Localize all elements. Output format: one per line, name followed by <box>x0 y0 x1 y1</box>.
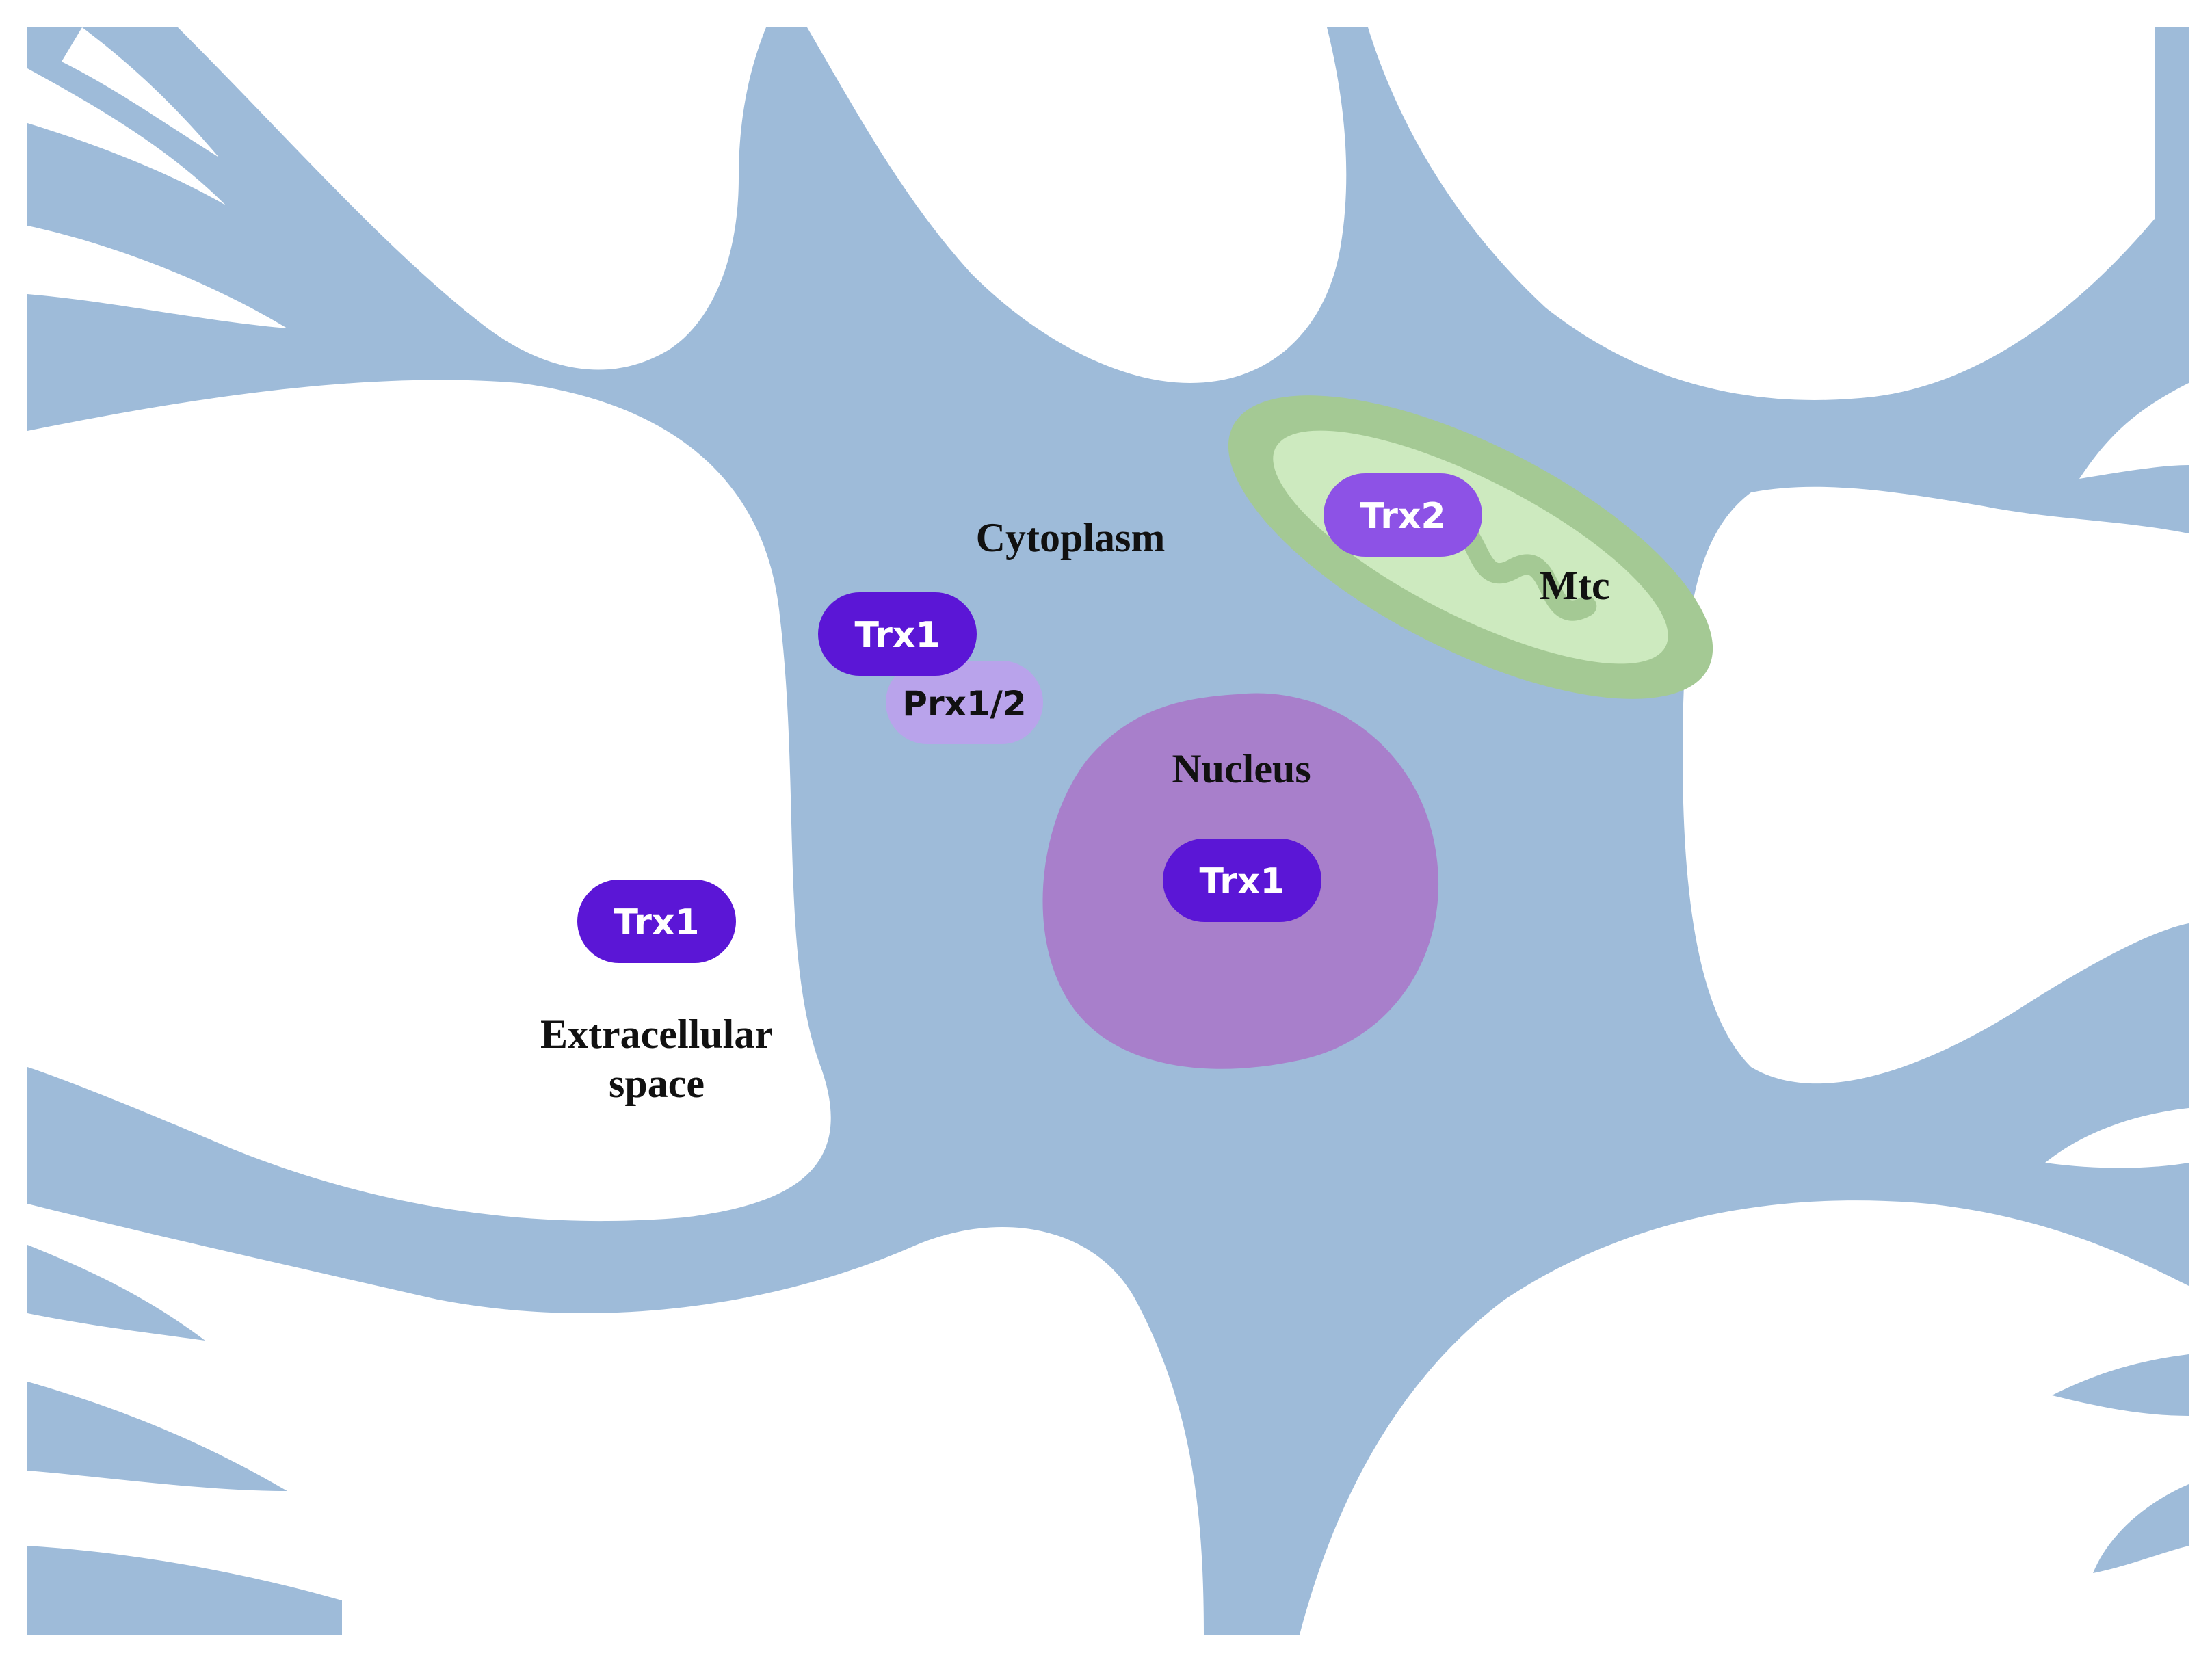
prx-cytoplasm-pill: Prx1/2 <box>886 661 1043 744</box>
extracellular-label-line2: space <box>609 1061 705 1106</box>
trx1-extracellular-text: Trx1 <box>614 902 699 943</box>
gap-bottom-right <box>1300 1200 2189 1635</box>
trx2-mitochondrion-text: Trx2 <box>1360 496 1445 537</box>
prx-pill-shape <box>886 661 1043 744</box>
gap-top-left-finger-a <box>27 68 226 205</box>
trx1-cytoplasm-pill-shape <box>818 592 977 676</box>
process-left-finger-c <box>27 1546 342 1635</box>
gap-bottom-left <box>27 1204 1204 1635</box>
process-top-right-finger <box>2134 239 2189 294</box>
process-left-finger-a <box>27 1245 205 1341</box>
gap-right-finger-b <box>2045 1108 2189 1168</box>
trx1-nucleus-pill-shape <box>1163 839 1321 922</box>
trx2-pill-shape <box>1324 473 1482 557</box>
process-bottom-right-finger-a <box>2052 1354 2189 1416</box>
trx2-mitochondrion-pill: Trx2 <box>1324 473 1482 557</box>
trx1-extracellular-pill: Trx1 <box>577 880 736 963</box>
nucleus-label: Nucleus <box>1172 746 1311 791</box>
trx1-nucleus-text: Trx1 <box>1199 861 1285 902</box>
mitochondrion-label: Mtc <box>1539 563 1609 608</box>
gap-right <box>1683 486 2189 1084</box>
gap-top-middle <box>807 27 1347 383</box>
gap-right-finger-a <box>2079 383 2189 479</box>
cytoplasm-label: Cytoplasm <box>976 515 1166 560</box>
gap-top-left <box>178 27 766 370</box>
prx-cytoplasm-text: Prx1/2 <box>902 684 1026 724</box>
extracellular-label-line1: Extracellular <box>540 1012 773 1057</box>
trx1-cytoplasm-text: Trx1 <box>854 615 940 656</box>
cell-processes <box>27 239 2189 1635</box>
extracellular-gaps <box>27 27 2189 1635</box>
gap-top-left-finger-c <box>62 27 219 157</box>
gap-top-right <box>1368 27 2155 400</box>
trx1-nucleus-pill: Trx1 <box>1163 839 1321 922</box>
trx1-extracellular-pill-shape <box>577 880 736 963</box>
gap-top-left-finger-b <box>27 226 287 328</box>
process-bottom-right-finger-b <box>2093 1484 2189 1573</box>
trx1-cytoplasm-pill: Trx1 <box>818 592 977 676</box>
process-left-finger-b <box>27 1382 287 1491</box>
gap-left <box>27 380 831 1222</box>
